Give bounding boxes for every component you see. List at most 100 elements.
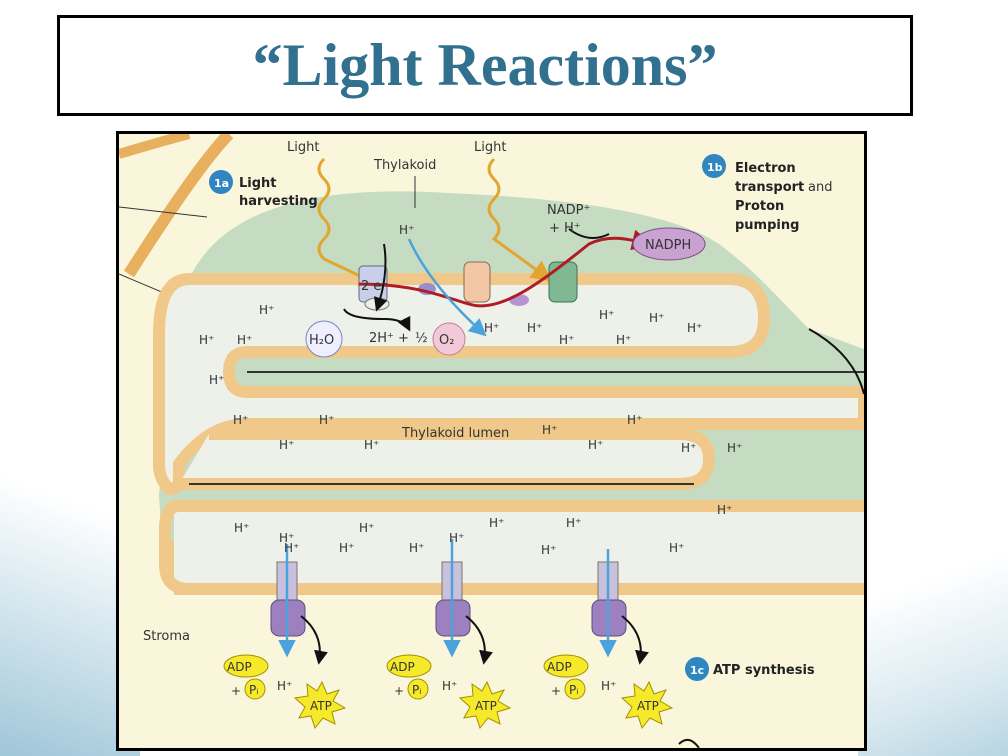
adp-label-1: ADP (227, 660, 252, 674)
nadph-label: NADPH (645, 238, 691, 253)
plus-label-3: + (551, 684, 561, 698)
step-1b-line1: Electron (735, 161, 796, 176)
half-label: ½ (415, 331, 428, 346)
proton-ion-label: H⁺ (681, 441, 696, 455)
proton-ion-label: H⁺ (259, 303, 274, 317)
proton-ion-label: H⁺ (279, 438, 294, 452)
step-1b-badge: 1b (707, 161, 723, 174)
light-label-right: Light (474, 140, 506, 155)
proton-ion-label: H⁺ (717, 503, 732, 517)
proton-ion-label: H⁺ (209, 373, 224, 387)
proton-ion-label: H⁺ (364, 438, 379, 452)
proton-ion-label: H⁺ (199, 333, 214, 347)
proton-ion-label: H⁺ (588, 438, 603, 452)
adp-label-2: ADP (390, 660, 415, 674)
cytochrome-complex (463, 261, 491, 303)
proton-ion-label: H⁺ (359, 521, 374, 535)
proton-ion-label: H⁺ (319, 413, 334, 427)
light-arrow-right (487, 157, 553, 282)
water-label: H₂O (309, 333, 334, 348)
atp-star-2 (458, 680, 512, 730)
nadp-arrow (568, 228, 610, 239)
proton-ion-label: H⁺ (284, 541, 299, 555)
step-1c-badge: 1c (690, 664, 704, 677)
light-reactions-diagram: Light Light Thylakoid 1a Light harvestin… (116, 131, 867, 751)
water-molecule (305, 320, 343, 358)
title-box: “Light Reactions” (57, 15, 913, 116)
water-split-arrow (343, 308, 411, 332)
proton-ion-label: H⁺ (669, 541, 684, 555)
proton-ion-label: H⁺ (234, 521, 249, 535)
atp-synthase-1 (270, 544, 328, 665)
nadph-molecule (632, 227, 706, 261)
light-arrow-left (317, 157, 381, 287)
atp-label-3: ATP (637, 699, 659, 713)
proton-ion-label: H⁺ (559, 333, 574, 347)
pi-label-1: Pᵢ (249, 683, 258, 697)
two-proton-label: 2H⁺ + (369, 331, 409, 346)
step-1a-badge: 1a (214, 177, 229, 190)
atp-label-2: ATP (475, 699, 497, 713)
pi-circle-1 (244, 678, 266, 700)
proton-ion-label: H⁺ (339, 541, 354, 555)
atp-star-3 (620, 680, 674, 730)
atp-star-1 (293, 680, 347, 730)
proton-ions: H⁺H⁺H⁺H⁺H⁺H⁺H⁺H⁺H⁺H⁺H⁺H⁺H⁺H⁺H⁺H⁺H⁺H⁺H⁺H⁺… (199, 223, 742, 557)
outer-envelope (119, 134, 191, 159)
proton-ion-label: H⁺ (687, 321, 702, 335)
proton-ion-label: H⁺ (727, 441, 742, 455)
proton-ion-label: H⁺ (279, 531, 294, 545)
light-label-left: Light (287, 140, 319, 155)
proton-ion-label: H⁺ (484, 321, 499, 335)
step-1a-badge-circle (209, 170, 233, 194)
step-1a-line1: Light (239, 176, 277, 191)
step-1b-line4: pumping (735, 218, 799, 233)
pi-circle-3 (564, 678, 586, 700)
proton-ion-label: H⁺ (566, 516, 581, 530)
nadp-label: NADP⁺ (547, 203, 590, 218)
electron-flow-arrow (358, 229, 654, 308)
envelope-pointer-1 (119, 206, 208, 218)
step-1c-text: ATP synthesis (713, 663, 815, 678)
step-1c-badge-circle (685, 657, 709, 681)
plus-label-1: + (231, 684, 241, 698)
proton-ion-label: H⁺ (399, 223, 414, 237)
electron-down-arrow (374, 243, 388, 312)
proton-ion-label: H⁺ (649, 311, 664, 325)
proton-ion-label: H⁺ (599, 308, 614, 322)
h-out-label-1: H⁺ (277, 679, 292, 693)
outer-membrane-line (808, 328, 864, 395)
pi-label-2: Pᵢ (412, 683, 421, 697)
adp-ellipse-3 (543, 654, 589, 678)
photosystem-i (548, 261, 578, 303)
nadp-h-label: + H⁺ (549, 221, 581, 236)
step-1b-line2: transport (735, 180, 804, 195)
step-1b-and: and (808, 180, 832, 195)
atp-label-1: ATP (310, 699, 332, 713)
diagram-canvas: Light Light Thylakoid 1a Light harvestin… (119, 134, 864, 748)
proton-ion-label: H⁺ (616, 333, 631, 347)
proton-ion-label: H⁺ (627, 413, 642, 427)
proton-pump-arrow (407, 238, 487, 337)
pi-circle-2 (407, 678, 429, 700)
atp-synthase-2 (435, 539, 493, 665)
proton-ion-label: H⁺ (237, 333, 252, 347)
proton-ion-label: H⁺ (541, 543, 556, 557)
step-1b-line3: Proton (735, 199, 784, 214)
h-out-label-3: H⁺ (601, 679, 616, 693)
proton-ion-label: H⁺ (527, 321, 542, 335)
plus-label-2: + (394, 684, 404, 698)
pi-label-3: Pᵢ (569, 683, 578, 697)
proton-ion-label: H⁺ (409, 541, 424, 555)
middle-thylakoid (179, 428, 716, 490)
adp-label-3: ADP (547, 660, 572, 674)
proton-ion-label: H⁺ (233, 413, 248, 427)
adp-ellipse-1 (223, 654, 269, 678)
stroma-label: Stroma (143, 629, 190, 644)
step-1a-line2: harvesting (239, 194, 318, 209)
proton-ion-label: H⁺ (542, 423, 557, 437)
outer-membrane-line-bottom (678, 738, 700, 748)
thylakoid-label: Thylakoid (373, 158, 436, 173)
atp-synthase-3 (591, 549, 649, 665)
oxygen-label: O₂ (439, 333, 454, 348)
